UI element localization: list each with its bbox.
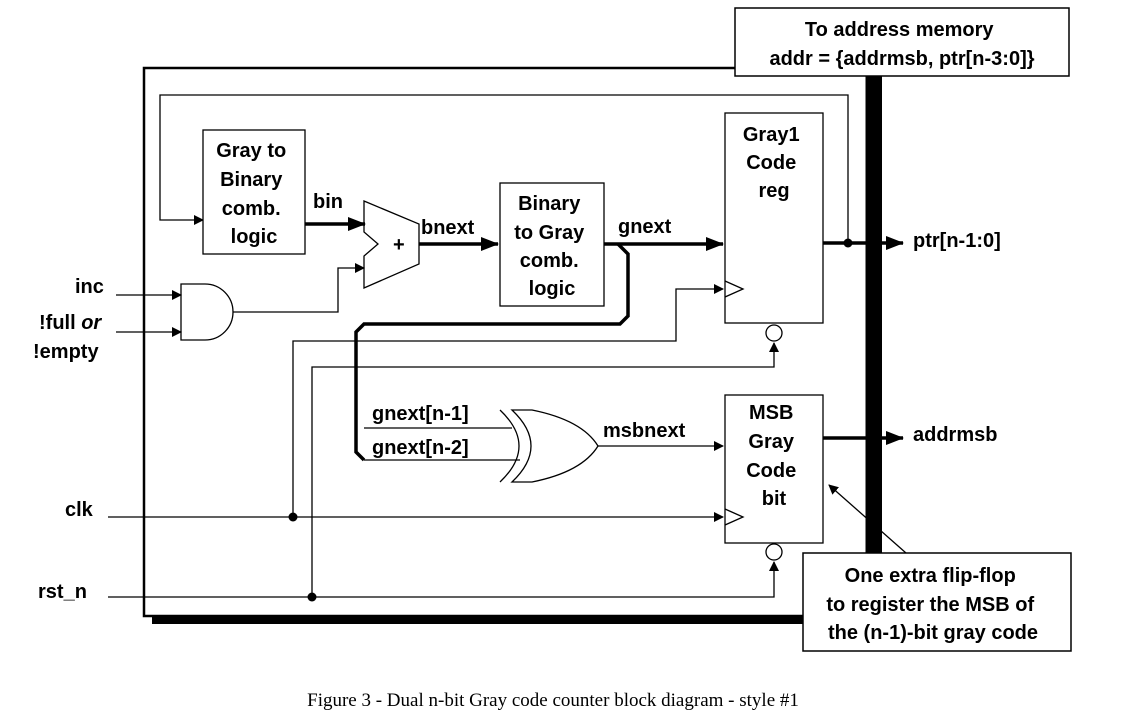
and-to-adder-wire — [233, 263, 365, 313]
extra-ff-line-2: to register the MSB of — [826, 594, 1034, 616]
or-label: or — [81, 312, 102, 334]
msbnext-label: msbnext — [603, 420, 686, 442]
gnext-n1-label: gnext[n-1] — [372, 403, 469, 425]
gnext-n2-label: gnext[n-2] — [372, 437, 469, 459]
extra-ff-callout — [802, 552, 1072, 652]
and-gate — [180, 283, 234, 341]
feedback-wire — [159, 94, 849, 243]
full-label: !full — [39, 312, 76, 334]
svg-text:To address memory addr = {: To address memory addr = {addrmsb, ptr[n… — [769, 19, 1034, 70]
gnext-label: gnext — [618, 216, 672, 238]
addrmsb-label: addrmsb — [913, 424, 997, 446]
figure-caption: Figure 3 - Dual n-bit Gray code counter … — [307, 690, 799, 711]
gtb-line-2: Binary — [220, 169, 283, 191]
extra-ff-line-3: the (n-1)-bit gray code — [828, 622, 1038, 644]
reg-line-1: Gray1 — [743, 124, 800, 146]
rst-wire — [108, 561, 779, 598]
rst-n-label: rst_n — [38, 581, 87, 603]
address-callout-line-1: To address memory — [805, 19, 994, 41]
rst-branch-wire — [311, 342, 779, 597]
address-callout — [734, 7, 1070, 77]
bnext-label: bnext — [421, 217, 475, 239]
svg-text:MSB Gray Code bit: MSB Gray Code bit — [746, 402, 802, 510]
msb-gray-bit-block — [724, 394, 824, 561]
adder-plus-sign: + — [393, 234, 405, 256]
msb-line-3: Code — [746, 460, 796, 482]
clk-label: clk — [65, 499, 94, 521]
clk-branch-wire — [292, 284, 724, 517]
xor-gate — [499, 409, 599, 483]
bin-label: bin — [313, 191, 343, 213]
btg-line-4: logic — [529, 278, 576, 300]
inc-label: inc — [75, 276, 104, 298]
msb-line-4: bit — [762, 488, 787, 510]
gray-to-binary-block — [202, 129, 306, 255]
btg-line-1: Binary — [518, 193, 581, 215]
callout-pointer-arrow — [828, 484, 907, 554]
gnext-tap-wire — [354, 242, 630, 462]
gtb-line-1: Gray to — [216, 140, 286, 162]
msb-line-1: MSB — [749, 402, 793, 424]
ptr-junction-dot — [843, 238, 853, 248]
svg-text:One extra flip-flop to reg: One extra flip-flop to register the MSB … — [826, 565, 1039, 644]
clk-junction-dot — [288, 512, 298, 522]
gray-code-reg-block — [724, 112, 824, 342]
gtb-line-4: logic — [231, 226, 278, 248]
rst-junction-dot — [307, 592, 317, 602]
msb-line-2: Gray — [748, 431, 794, 453]
svg-text:Gray1 Code reg: Gray1 Code reg — [743, 124, 805, 202]
ptr-label: ptr[n-1:0] — [913, 230, 1001, 252]
svg-text:Gray to Binary comb.: Gray to Binary comb. logic — [216, 140, 292, 248]
svg-text:Binary to Gray comb.: Binary to Gray comb. logic — [514, 193, 590, 300]
binary-to-gray-block — [499, 182, 605, 307]
reg-line-3: reg — [758, 180, 789, 202]
full-or-label: !full or — [39, 312, 102, 334]
btg-line-3: comb. — [520, 250, 579, 272]
reg-line-2: Code — [746, 152, 796, 174]
address-callout-line-2: addr = {addrmsb, ptr[n-3:0]} — [769, 48, 1034, 70]
btg-line-2: to Gray — [514, 222, 585, 244]
extra-ff-line-1: One extra flip-flop — [845, 565, 1016, 587]
gtb-line-3: comb. — [222, 198, 281, 220]
empty-label: !empty — [33, 341, 99, 363]
